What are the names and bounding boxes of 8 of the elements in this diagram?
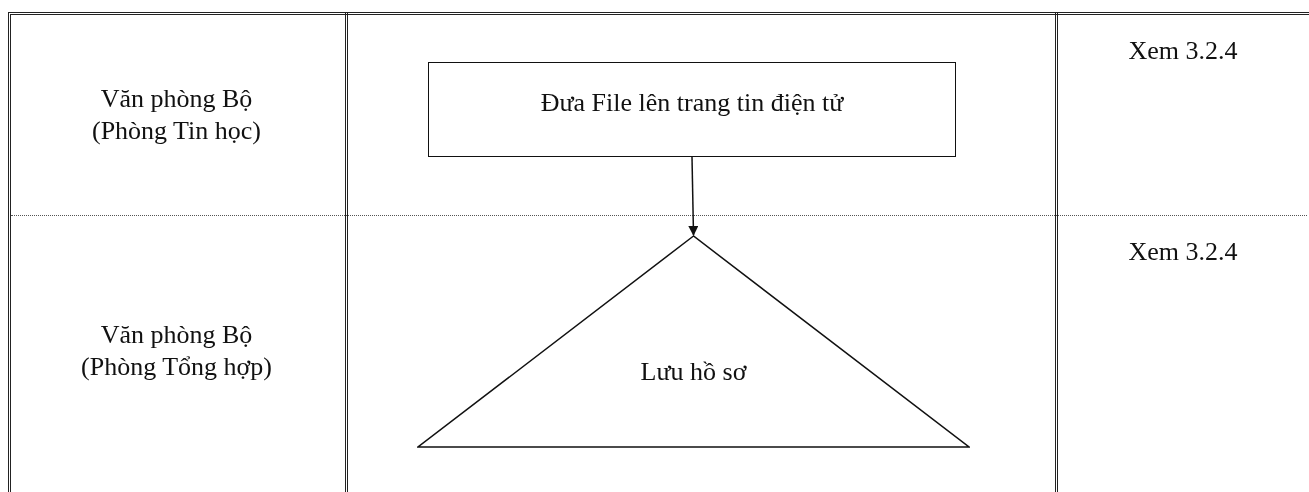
- node-label: Đưa File lên trang tin điện tử: [540, 87, 844, 118]
- cell-text: Văn phòng Bộ (Phòng Tin học): [90, 82, 262, 147]
- cell-text: Văn phòng Bộ (Phòng Tổng hợp): [80, 318, 273, 383]
- process-box: [428, 62, 956, 157]
- cell-text: Xem 3.2.4: [1128, 236, 1238, 268]
- arrow: [688, 156, 699, 236]
- cell-text: Xem 3.2.4: [1128, 35, 1238, 67]
- node-label: Lưu hồ sơ: [640, 356, 747, 386]
